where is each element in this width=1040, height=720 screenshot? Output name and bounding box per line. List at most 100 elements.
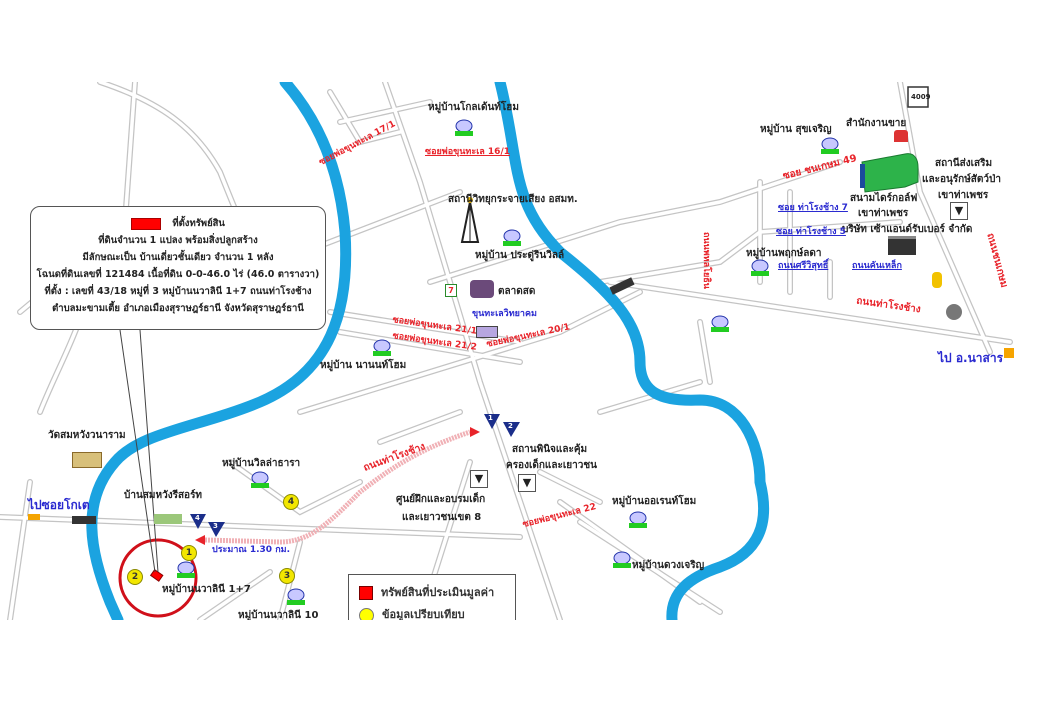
- label-nawalinee-10: หมู่บ้านนวาลินี 10: [238, 610, 319, 620]
- comparable-marker-1[interactable]: 1: [181, 545, 197, 561]
- label-golf-2: เขาท่าเพชร: [858, 208, 909, 219]
- label-wildlife-3: เขาท่าเพชร: [938, 190, 989, 201]
- route-end-icon: [28, 514, 40, 520]
- turn-number-1: 1: [488, 414, 493, 422]
- callout-line: ที่ตั้ง : เลขที่ 43/18 หมู่ที่ 3 หมู่บ้า…: [44, 286, 312, 297]
- village-icon: [821, 137, 839, 154]
- convenience-store-icon: 7: [445, 284, 457, 297]
- property-swatch: [131, 217, 162, 230]
- label-wila: หมู่บ้านวิลล่าธารา: [222, 458, 301, 469]
- label-distance: ประมาณ 1.30 กม.: [212, 545, 290, 555]
- callout-pointer: [119, 329, 156, 573]
- label-kanlek: ถนนคันเหล็ก: [852, 261, 902, 271]
- turn-number-3: 3: [213, 522, 218, 530]
- label-suk-charoen: หมู่บ้าน สุขเจริญ: [760, 124, 832, 135]
- label-sriwisut: ถนนศรีวิสุทธิ์: [778, 261, 829, 271]
- label-phruk-village: หมู่บ้านพฤกษ์ลดา: [746, 248, 822, 259]
- company-building-icon: [888, 236, 916, 255]
- route-end-icon: [1004, 348, 1014, 358]
- label-soi-16-1: ซอยพ่อขุนทะเล 16/1: [425, 147, 510, 157]
- label-wildlife-2: และอนุรักษ์สัตว์ป่า: [922, 174, 1001, 185]
- radio-tower-icon: [460, 197, 480, 243]
- market-icon: [470, 280, 494, 298]
- label-soi-5: ซอย ท่าโรงช้าง 5: [776, 227, 846, 237]
- legend-item-comparable: ข้อมูลเปรียบเทียบ: [359, 605, 465, 620]
- callout-line: ที่ดินจำนวน 1 แปลง พร้อมสิ่งปลูกสร้าง: [98, 235, 258, 246]
- school-icon: [476, 326, 498, 338]
- label-duang-charoen: หมู่บ้านดวงเจริญ: [632, 560, 705, 571]
- route-shield-icon: [907, 86, 929, 108]
- village-icon: [373, 339, 391, 356]
- map-legend: ทรัพย์สินที่ประเมินมูลค่า ข้อมูลเปรียบเท…: [348, 574, 516, 620]
- label-market: ตลาดสด: [498, 286, 536, 297]
- map-base: [0, 82, 1013, 620]
- label-pradu-rin: หมู่บ้าน ประดู่รินวิลล์: [475, 250, 565, 261]
- village-icon: [629, 511, 647, 528]
- callout-pointer: [139, 329, 159, 573]
- subject-property-marker[interactable]: [149, 568, 164, 582]
- turn-number-4: 4: [195, 514, 200, 522]
- government-emblem-icon: ▼: [950, 202, 968, 220]
- property-callout: ที่ตั้งทรัพย์สิน ที่ดินจำนวน 1 แปลง พร้อ…: [30, 206, 326, 330]
- government-emblem-icon: ▼: [518, 474, 536, 492]
- label-golf: สนามไดร์กอล์ฟ: [850, 193, 918, 204]
- bridge-icon: [72, 277, 635, 524]
- route-path: [204, 429, 471, 545]
- turn-markers: [190, 414, 520, 537]
- emblem-icon: [946, 304, 962, 320]
- label-wat: วัดสมหวังวนาราม: [48, 430, 126, 441]
- sales-office-icon: [894, 130, 908, 142]
- label-wildlife: สถานีส่งเสริม: [935, 158, 993, 169]
- label-soi-7: ซอย ท่าโรงช้าง 7: [778, 203, 848, 213]
- yellow-circle-icon: [359, 607, 374, 620]
- label-phahon: ถนนพหลโยธิน: [701, 232, 711, 289]
- callout-legend-title: ที่ตั้งทรัพย์สิน: [172, 218, 225, 229]
- village-icon: [177, 561, 195, 578]
- golf-area-edge: [860, 164, 865, 188]
- village-icon: [455, 119, 473, 136]
- village-icon: [613, 551, 631, 568]
- legend-label: ข้อมูลเปรียบเทียบ: [382, 608, 465, 620]
- subject-highlight-circle: [118, 538, 198, 618]
- village-icon: [711, 315, 729, 332]
- monument-icon: [932, 272, 942, 288]
- label-sales-office: สำนักงานขาย: [846, 118, 907, 129]
- callout-line: มีลักษณะเป็น บ้านเดี่ยวชั้นเดียว จำนวน 1…: [82, 252, 274, 263]
- red-square-icon: [359, 586, 373, 600]
- label-training-center-2: และเยาวชนเขต 8: [402, 512, 482, 523]
- label-juvenile-station-2: ครองเด็กและเยาวชน: [506, 460, 597, 471]
- label-orenda: หมู่บ้านออเรนท์โฮม: [612, 496, 697, 507]
- label-juvenile-station: สถานพินิจและคุ้ม: [512, 444, 588, 455]
- callout-line: โฉนดที่ดินเลขที่ 121484 เนื้อที่ดิน 0-0-…: [36, 269, 320, 280]
- comparable-marker-2[interactable]: 2: [127, 569, 143, 585]
- village-icon: [287, 588, 305, 605]
- golf-area: [861, 153, 919, 193]
- legend-item-subject: ทรัพย์สินที่ประเมินมูลค่า: [359, 583, 494, 601]
- callout-line: ตำบลมะขามเตี้ย อำเภอเมืองสุราษฎร์ธานี จั…: [52, 303, 304, 314]
- label-to-soi-khothe: ไปซอยโกเต: [28, 498, 90, 512]
- label-company: บริษัท เซ้าแอนด์รับเบอร์ จำกัด: [842, 224, 973, 235]
- village-icon: [251, 471, 269, 488]
- legend-label: ทรัพย์สินที่ประเมินมูลค่า: [381, 586, 495, 599]
- river: [86, 82, 770, 620]
- temple-icon: [72, 452, 102, 468]
- label-training-center: ศูนย์ฝึกและอบรมเด็ก: [396, 494, 486, 505]
- village-icon: [503, 229, 521, 246]
- label-golden-home: หมู่บ้านโกลเด้นท์โฮม: [428, 102, 519, 113]
- village-icon: [751, 259, 769, 276]
- label-school: ขุนทะเลวิทยาคม: [472, 309, 537, 319]
- resort-icon: [154, 514, 182, 524]
- comparable-marker-4[interactable]: 4: [283, 494, 299, 510]
- label-radio-station: สถานีวิทยุกระจายเสียง อสมท.: [448, 194, 578, 205]
- comparable-marker-3[interactable]: 3: [279, 568, 295, 584]
- route-arrow-head: [470, 427, 480, 437]
- location-map[interactable]: ที่ตั้งทรัพย์สิน ที่ดินจำนวน 1 แปลง พร้อ…: [0, 82, 1016, 620]
- label-to-nasan: ไป อ.นาสาร: [938, 351, 1004, 365]
- turn-number-2: 2: [508, 422, 513, 430]
- label-nawalinee: หมู่บ้านนวาลินี 1+7: [162, 584, 251, 595]
- government-emblem-icon: ▼: [470, 470, 488, 488]
- route-arrow-head: [195, 535, 205, 545]
- label-resort: บ้านสมหวังรีสอร์ท: [124, 490, 203, 501]
- label-nanon-home: หมู่บ้าน นานนท์โฮม: [320, 360, 407, 371]
- callout-legend-row: ที่ตั้งทรัพย์สิน: [31, 215, 325, 232]
